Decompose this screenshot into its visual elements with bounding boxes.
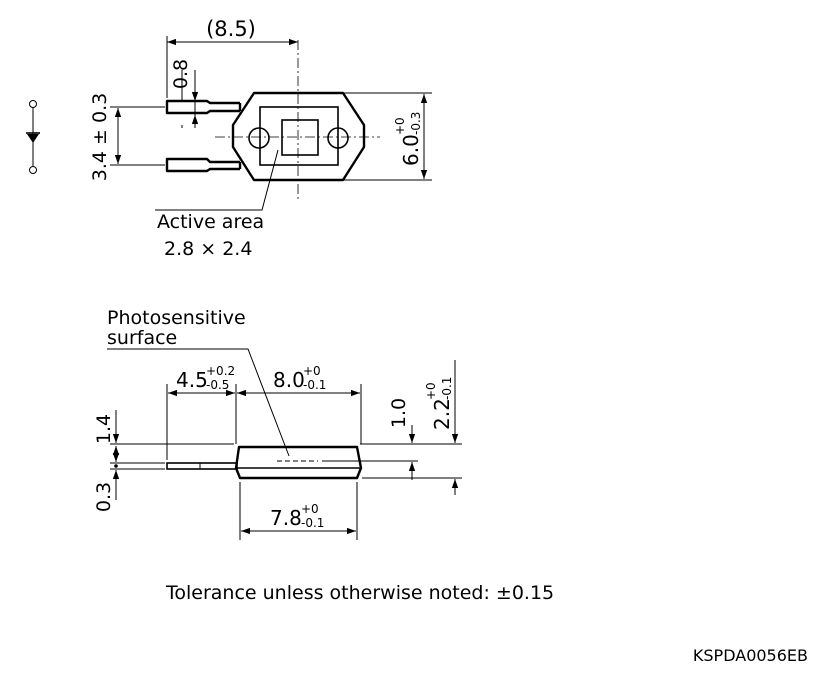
active-area-label: Active area	[157, 211, 264, 233]
mounting-hole-right	[327, 127, 349, 149]
svg-text:-0.3: -0.3	[409, 112, 423, 135]
overall-width-dim: (8.5)	[206, 17, 256, 41]
window-frame	[259, 106, 339, 166]
photodiode-symbol-icon	[26, 100, 40, 174]
photosensitive-label-line1: Photosensitive	[107, 307, 246, 329]
svg-text:4.5: 4.5	[176, 368, 208, 392]
photosensitive-label-line2: surface	[107, 327, 177, 349]
mounting-hole-left	[248, 127, 270, 149]
drawing-code: KSPDA0056EB	[693, 646, 808, 665]
lead-height-dim: 1.4	[93, 414, 115, 444]
lead-pitch-dim: 3.4 ± 0.3	[89, 93, 111, 181]
lead-extension-dim: 4.5 +0.2 -0.5	[176, 364, 235, 392]
surface-depth-dim: 1.0	[388, 398, 410, 428]
body-height-dim: 6.0 +0 -0.3	[393, 112, 423, 166]
package-body-outline	[231, 91, 366, 182]
lead-top	[165, 99, 242, 115]
svg-text:+0: +0	[393, 117, 407, 135]
top-view: (8.5) 0.8 3.4 ± 0.3 6.0 +0 -0.3 Active a…	[89, 17, 432, 260]
top-width-dim: 8.0 +0 -0.1	[273, 364, 326, 392]
svg-text:-0.1: -0.1	[440, 377, 454, 400]
svg-text:-0.5: -0.5	[206, 378, 229, 392]
total-height-dim: 2.2 +0 -0.1	[424, 377, 454, 430]
lead-thickness-dim: 0.3	[93, 482, 115, 512]
svg-text:+0.2: +0.2	[206, 364, 235, 378]
bottom-width-dim: 7.8 +0 -0.1	[270, 502, 324, 530]
svg-text:6.0: 6.0	[399, 134, 423, 166]
side-package-body	[234, 445, 363, 480]
lead-bottom	[165, 157, 242, 173]
active-area-square	[281, 119, 319, 156]
tolerance-note: Tolerance unless otherwise noted: ±0.15	[165, 582, 554, 604]
side-view: Photosensitive surface 4.5 +0.2 -0.5 8.0…	[93, 307, 462, 540]
svg-text:7.8: 7.8	[270, 506, 302, 530]
svg-text:+0: +0	[303, 364, 321, 378]
svg-text:+0: +0	[424, 382, 438, 400]
svg-text:8.0: 8.0	[273, 368, 305, 392]
svg-text:2.2: 2.2	[430, 398, 454, 430]
svg-text:-0.1: -0.1	[301, 516, 324, 530]
side-lead	[166, 462, 238, 470]
active-area-value: 2.8 × 2.4	[164, 238, 252, 260]
svg-text:+0: +0	[301, 502, 319, 516]
svg-text:-0.1: -0.1	[303, 378, 326, 392]
lead-width-dim: 0.8	[170, 59, 192, 89]
